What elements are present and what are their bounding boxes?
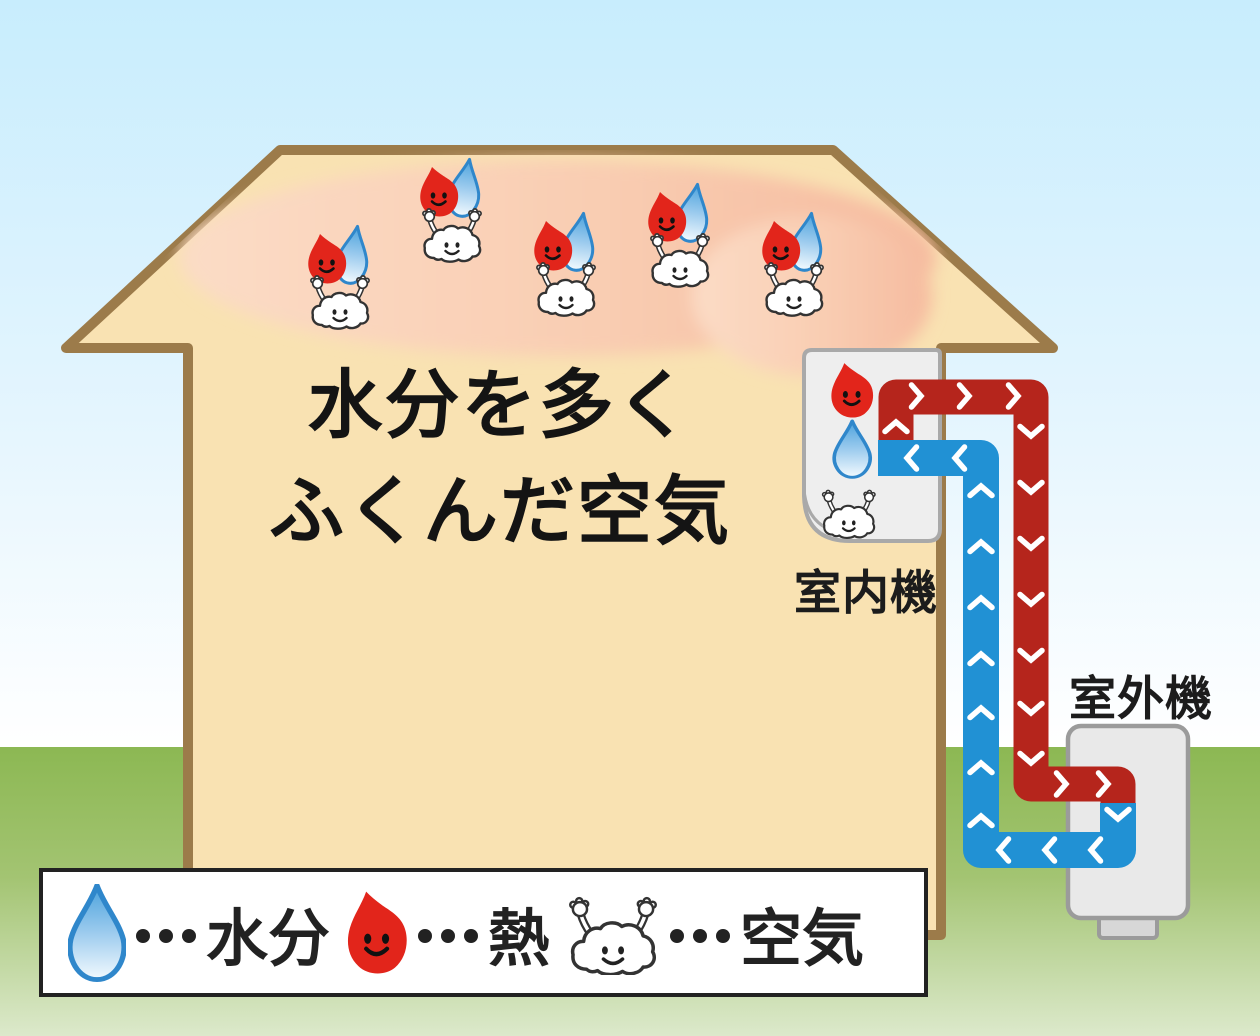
- ellipsis-dots: [670, 928, 731, 943]
- legend: 水分 熱 空気: [39, 868, 928, 997]
- legend-label-heat: 熱: [488, 904, 551, 974]
- legend-label-air: 空気: [740, 904, 865, 974]
- hot-pipe: [878, 379, 1136, 815]
- outdoor-unit-label: 室外機: [1069, 672, 1213, 725]
- air-cloud-icon: [566, 891, 660, 975]
- heat-drop-icon: [346, 890, 408, 976]
- main-caption: 水分を多く ふくんだ空気: [140, 352, 860, 564]
- ellipsis-dots: [136, 928, 196, 943]
- cold-pipe: [878, 440, 1136, 868]
- ellipsis-dots: [418, 928, 479, 943]
- indoor-unit-label: 室内機: [794, 566, 938, 619]
- main-caption-line-1: 水分を多く: [307, 363, 693, 447]
- water-drop-icon: [68, 884, 126, 982]
- main-caption-line-2: ふくんだ空気: [268, 469, 731, 553]
- legend-label-moisture: 水分: [206, 904, 331, 974]
